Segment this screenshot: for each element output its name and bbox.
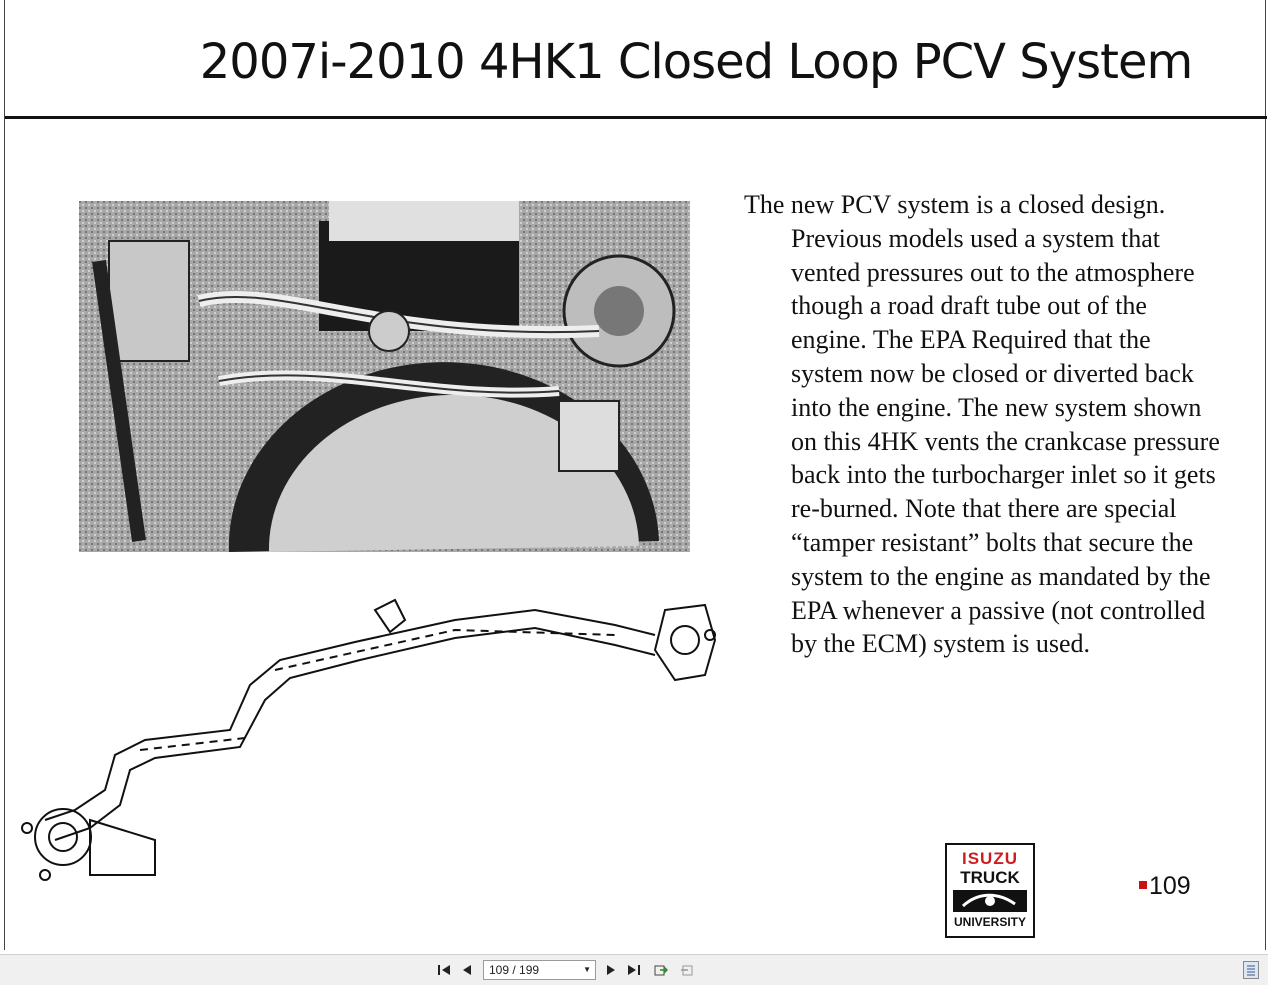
logo-university-text: UNIVERSITY [953,915,1026,929]
slide-page-number: 109 [1139,872,1191,901]
logo-isuzu-text: ISUZU [962,849,1018,868]
logo-truck-text: TRUCK [960,868,1020,887]
isuzu-truck-university-logo: ISUZU TRUCK UNIVERSITY [945,843,1035,938]
pcv-hose-graphic [21,598,717,881]
sidebar-toggle-icon[interactable] [1243,961,1259,979]
slide-title: 2007i-2010 4HK1 Closed Loop PCV System [199,34,1194,90]
prev-page-icon[interactable] [460,963,474,977]
pcv-hose-drawing [15,590,735,910]
slide-body-text: The new PCV system is a closed design. P… [744,188,1224,661]
body-paragraph-first-line: The new PCV system is a closed design. [744,190,1166,219]
prev-view-icon[interactable] [654,963,668,977]
title-divider [5,116,1267,119]
body-paragraph-rest: Previous models used a system that vente… [791,223,1220,659]
next-view-icon[interactable] [680,963,694,977]
first-page-icon[interactable] [437,963,451,977]
next-page-icon[interactable] [604,963,618,977]
page-number-select[interactable]: 109 / 199 ▼ [483,960,596,980]
logo-emblem-icon [953,890,1027,912]
engine-photo [79,201,690,552]
last-page-icon[interactable] [627,963,641,977]
red-bullet-icon [1139,881,1147,890]
page-indicator: 109 / 199 [489,963,540,977]
chevron-down-icon: ▼ [583,965,591,974]
engine-photo-graphic [79,201,690,552]
viewer-toolbar: 109 / 199 ▼ [0,954,1268,985]
slide: 2007i-2010 4HK1 Closed Loop PCV System [4,0,1267,950]
page-number-text: 109 [1149,872,1191,900]
